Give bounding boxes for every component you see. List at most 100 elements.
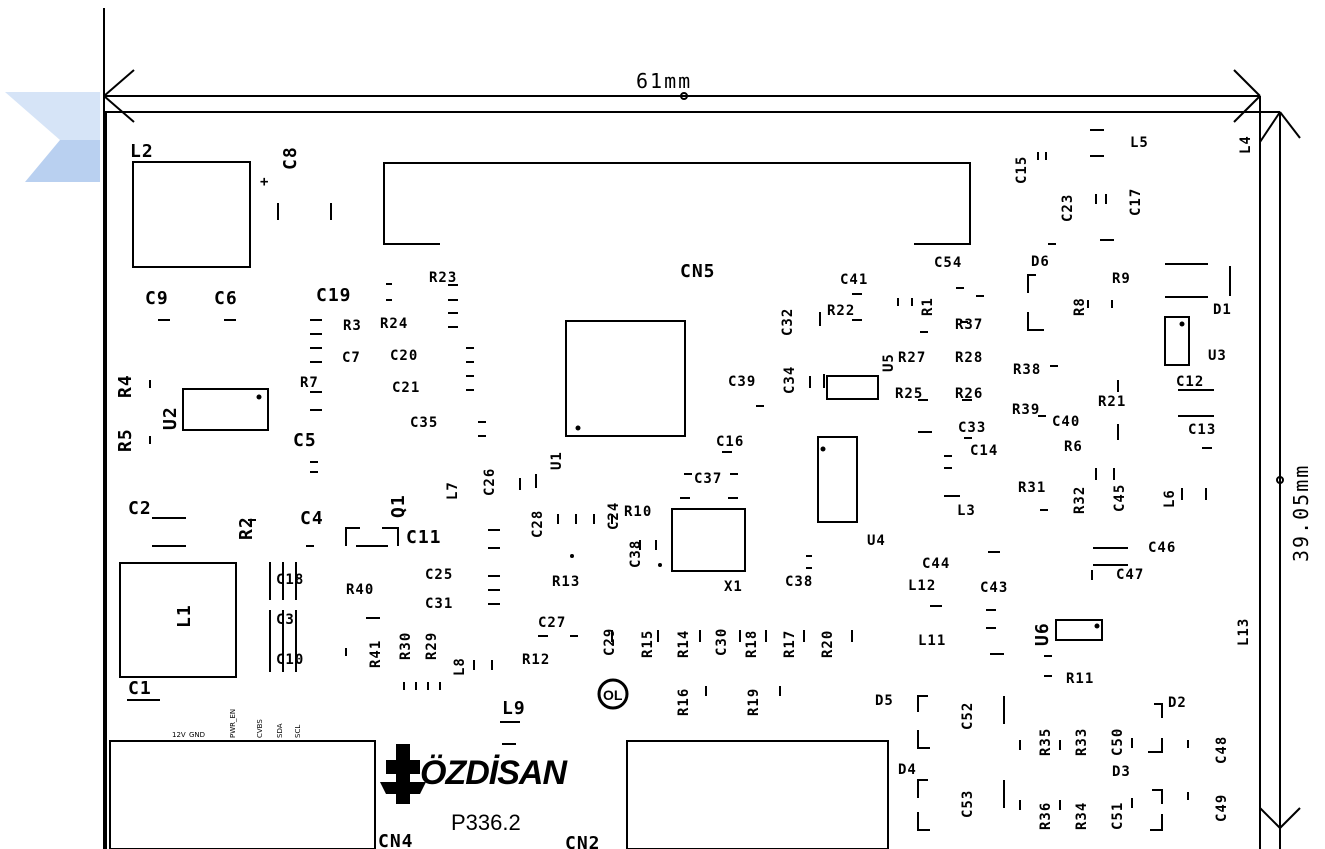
label-r9: R9 bbox=[1112, 271, 1131, 287]
label-c1: C1 bbox=[128, 678, 152, 699]
label-l13: L13 bbox=[1236, 618, 1252, 646]
label-d2: D2 bbox=[1168, 695, 1187, 711]
label-c30: C30 bbox=[714, 628, 730, 656]
label-l3: L3 bbox=[957, 503, 976, 519]
label-l5: L5 bbox=[1130, 135, 1149, 151]
label-c28: C28 bbox=[530, 510, 546, 538]
label-r7: R7 bbox=[300, 375, 319, 391]
label-l12: L12 bbox=[908, 578, 936, 594]
label-c46: C46 bbox=[1148, 540, 1176, 556]
label-x1: X1 bbox=[724, 579, 743, 595]
label-r41: R41 bbox=[368, 640, 384, 668]
label-c13: C13 bbox=[1188, 422, 1216, 438]
label-r15: R15 bbox=[640, 630, 656, 658]
label-d5: D5 bbox=[875, 693, 894, 709]
label-u4: U4 bbox=[867, 533, 886, 549]
label-l8-left: L8 bbox=[452, 657, 468, 676]
label-r31: R31 bbox=[1018, 480, 1046, 496]
height-dimension-label: 39.05mm bbox=[1289, 464, 1313, 562]
label-c29: C29 bbox=[602, 628, 618, 656]
label-r19: R19 bbox=[746, 688, 762, 716]
label-r11: R11 bbox=[1066, 671, 1094, 687]
label-r37: R37 bbox=[955, 317, 983, 333]
label-l9: L9 bbox=[502, 698, 526, 719]
label-r5: R5 bbox=[115, 428, 136, 452]
label-c16: C16 bbox=[716, 434, 744, 450]
label-r8: R8 bbox=[1072, 297, 1088, 316]
label-d3: D3 bbox=[1112, 764, 1131, 780]
label-r10: R10 bbox=[624, 504, 652, 520]
label-r17: R17 bbox=[782, 630, 798, 658]
label-c40: C40 bbox=[1052, 414, 1080, 430]
svg-text:OL: OL bbox=[603, 687, 623, 703]
label-c2: C2 bbox=[128, 498, 152, 519]
width-dimension-label: 61mm bbox=[636, 69, 692, 93]
label-c38: C38 bbox=[628, 540, 644, 568]
label-l11: L11 bbox=[918, 633, 946, 649]
label-c15: C15 bbox=[1014, 156, 1030, 184]
label-c44: C44 bbox=[922, 556, 950, 572]
label-u1: U1 bbox=[549, 451, 565, 470]
pin-label-scl: SCL bbox=[294, 725, 302, 738]
label-r33: R33 bbox=[1074, 728, 1090, 756]
label-d1: D1 bbox=[1213, 302, 1232, 318]
label-u5: U5 bbox=[881, 353, 897, 372]
model-number: P336.2 bbox=[451, 810, 521, 835]
pin-label-sda: SDA bbox=[276, 723, 284, 738]
label-r34: R34 bbox=[1074, 802, 1090, 830]
label-c9: C9 bbox=[145, 288, 169, 309]
label-c31: C31 bbox=[425, 596, 453, 612]
label-r18: R18 bbox=[744, 630, 760, 658]
pin-label-cvbs: CVBS bbox=[256, 719, 264, 738]
label-r12: R12 bbox=[522, 652, 550, 668]
label-c51: C51 bbox=[1110, 802, 1126, 830]
board-outline bbox=[105, 111, 1261, 849]
ozdisan-logo: ÖZDİSAN P336.2 bbox=[380, 744, 569, 835]
label-r6: R6 bbox=[1064, 439, 1083, 455]
label-c49: C49 bbox=[1214, 794, 1230, 822]
pin-label-pwr-en: PWR_EN bbox=[229, 709, 237, 738]
label-r24: R24 bbox=[380, 316, 408, 332]
ol-logo: OL bbox=[597, 678, 629, 710]
label-r23: R23 bbox=[429, 270, 457, 286]
label-cn4: CN4 bbox=[378, 831, 414, 849]
label-r40: R40 bbox=[346, 582, 374, 598]
label-l1: L1 bbox=[174, 604, 195, 628]
label-c4: C4 bbox=[300, 508, 324, 529]
label-r27: R27 bbox=[898, 350, 926, 366]
label-r28: R28 bbox=[955, 350, 983, 366]
label-l2: L2 bbox=[130, 141, 154, 162]
label-c17: C17 bbox=[1128, 188, 1144, 216]
label-r13: R13 bbox=[552, 574, 580, 590]
label-r4: R4 bbox=[115, 374, 136, 398]
label-r39: R39 bbox=[1012, 402, 1040, 418]
height-dimension bbox=[1259, 111, 1301, 849]
label-r32: R32 bbox=[1072, 486, 1088, 514]
label-r2: R2 bbox=[236, 516, 257, 540]
label-c26: C26 bbox=[482, 468, 498, 496]
pin-label-gnd: GND bbox=[189, 731, 205, 739]
label-c11: C11 bbox=[406, 527, 442, 548]
label-c39: C39 bbox=[728, 374, 756, 390]
label-c34: C34 bbox=[782, 366, 798, 394]
label-c25: C25 bbox=[425, 567, 453, 583]
ozdisan-name: ÖZDİSAN bbox=[420, 754, 568, 792]
label-c52: C52 bbox=[960, 702, 976, 730]
polarity-plus-mark: + bbox=[260, 174, 269, 190]
label-u2: U2 bbox=[160, 406, 181, 430]
label-c6: C6 bbox=[214, 288, 238, 309]
label-c3: C3 bbox=[276, 612, 295, 628]
label-c7: C7 bbox=[342, 350, 361, 366]
label-c5: C5 bbox=[293, 430, 317, 451]
label-l6: L6 bbox=[1162, 489, 1178, 508]
label-l7: L7 bbox=[445, 481, 461, 500]
label-d4: D4 bbox=[898, 762, 917, 778]
label-c12: C12 bbox=[1176, 374, 1204, 390]
label-c48: C48 bbox=[1214, 736, 1230, 764]
label-u3: U3 bbox=[1208, 348, 1227, 364]
label-c43: C43 bbox=[980, 580, 1008, 596]
pin-label-12v: 12V bbox=[172, 731, 186, 739]
label-r3: R3 bbox=[343, 318, 362, 334]
label-c32-top: C32 bbox=[780, 308, 796, 336]
